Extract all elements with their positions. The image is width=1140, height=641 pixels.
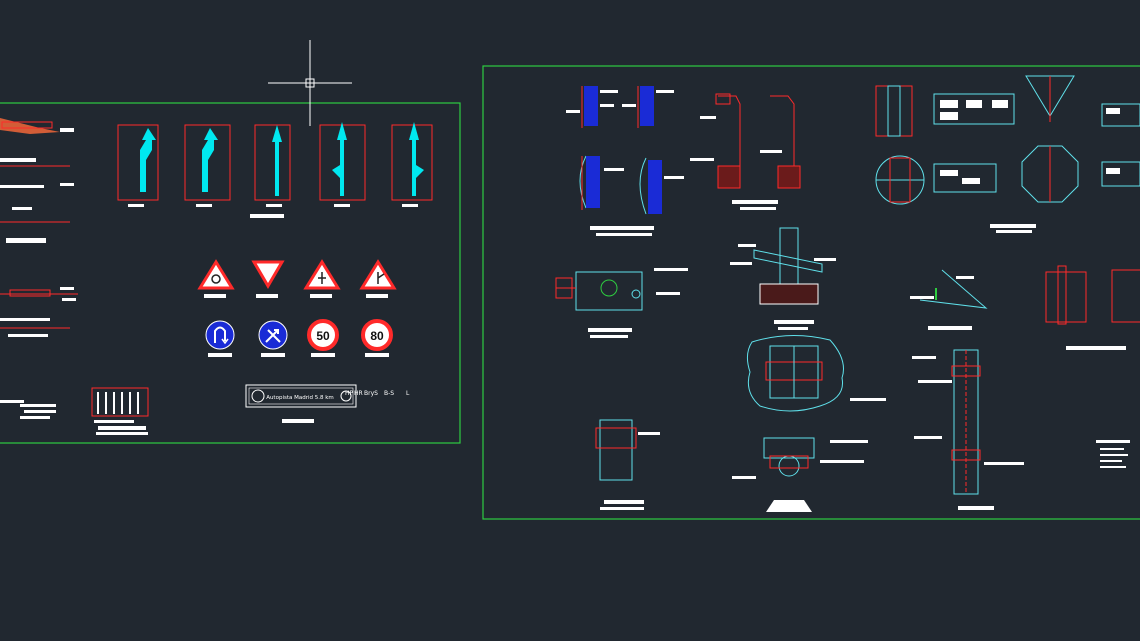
right-drawing-sheet[interactable] (482, 65, 1140, 520)
label-bs: B-S (384, 390, 394, 397)
label-brys: BryS (364, 390, 378, 397)
tall-pole-elevation-detail (912, 349, 1024, 510)
roundabout-warning-sign-icon (197, 259, 235, 298)
turn-arrow-left-2-icon (184, 124, 231, 207)
left-sheet-border (0, 102, 461, 444)
straight-arrow-icon (250, 124, 291, 218)
bracket-detail (1045, 265, 1140, 350)
pipe-clamp-base-detail (732, 437, 868, 512)
yield-sign-icon (251, 260, 285, 298)
right-sheet-border (482, 65, 1140, 520)
plate-details (875, 75, 1140, 233)
pole-crossarm-detail (730, 227, 836, 330)
sign-mounting-clamp-details (566, 86, 684, 236)
straight-right-arrow-icon (391, 122, 433, 207)
base-plate-detail (555, 268, 688, 338)
pole-clamp-plan-detail (746, 334, 886, 412)
railing-detail (91, 387, 149, 435)
direction-plate: Autopista Madrid 5.8 km HP HR BryS B-S L (245, 384, 410, 423)
post-foundation-details (690, 93, 801, 210)
speed-limit-80-text: 80 (370, 329, 384, 343)
turn-arrow-left-icon (117, 124, 159, 207)
left-edge-details (0, 118, 78, 419)
label-hr: HR (354, 390, 363, 397)
label-hp: HP (345, 390, 354, 397)
u-turn-sign-icon (205, 320, 235, 357)
junction-warning-sign-icon (303, 259, 341, 298)
speed-limit-80-sign: 80 (361, 319, 393, 357)
side-road-warning-sign-icon (359, 259, 397, 298)
plate-caption: Autopista Madrid 5.8 km (266, 395, 334, 401)
straight-left-arrow-icon (319, 122, 366, 207)
notes-block (1096, 440, 1130, 468)
post-fitting-detail (595, 419, 660, 510)
crosshair-cursor-icon[interactable] (268, 40, 352, 126)
inclined-plate-detail (910, 269, 988, 330)
label-l: L (406, 390, 410, 397)
speed-limit-50-sign: 50 (307, 319, 339, 357)
road-marking-arrows[interactable] (117, 122, 433, 218)
left-drawing-sheet[interactable]: 50 80 Aut (0, 102, 461, 444)
warning-signs-row[interactable] (197, 259, 397, 298)
keep-right-sign-icon (258, 320, 288, 357)
mandatory-signs-row[interactable]: 50 80 (205, 319, 393, 357)
speed-limit-50-text: 50 (316, 329, 330, 343)
